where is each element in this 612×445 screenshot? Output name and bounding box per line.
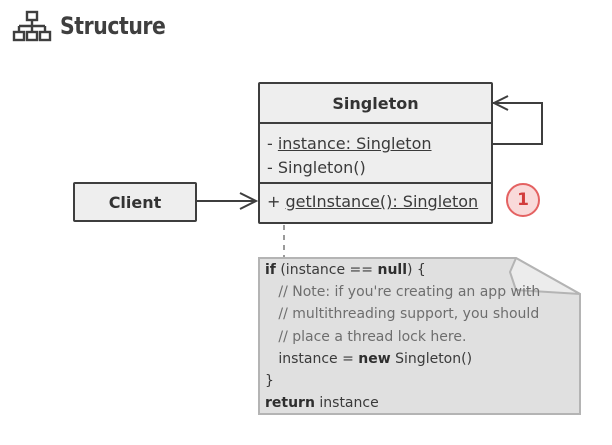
- client-class-box: Client: [73, 182, 197, 222]
- code-text: }: [265, 373, 274, 390]
- code-note-text: if (instance == null) { // Note: if you'…: [265, 259, 540, 414]
- code-keyword: if: [265, 262, 276, 278]
- code-text: ) {: [407, 262, 426, 278]
- singleton-fields: - instance: Singleton - Singleton(): [260, 124, 491, 184]
- code-keyword: return: [265, 395, 315, 412]
- self-association-arrowhead: [491, 95, 509, 111]
- code-text: instance =: [265, 350, 359, 367]
- code-note-shape: [258, 257, 581, 415]
- code-comment: // place a thread lock here.: [265, 328, 467, 345]
- page-title: Structure: [60, 12, 166, 40]
- code-keyword: null: [377, 262, 408, 278]
- section-header: Structure: [12, 8, 184, 44]
- client-dependency-arrowhead: [239, 192, 259, 210]
- self-association-line: [493, 102, 543, 145]
- code-line: // Note: if you're creating an app with: [265, 281, 540, 303]
- method-get-instance: + getInstance(): Singleton: [267, 192, 479, 211]
- code-text: instance: [314, 395, 379, 412]
- code-line: // multithreading support, you should: [265, 303, 540, 325]
- code-line: if (instance == null) {: [265, 259, 540, 281]
- code-line: }: [265, 370, 540, 392]
- code-line: instance = new Singleton(): [265, 348, 540, 370]
- code-comment: // multithreading support, you should: [265, 306, 540, 323]
- singleton-class-box: Singleton - instance: Singleton - Single…: [258, 82, 493, 224]
- code-keyword: new: [358, 350, 391, 367]
- structure-hierarchy-icon: [12, 10, 52, 42]
- code-comment: // Note: if you're creating an app with: [265, 284, 541, 301]
- singleton-class-name: Singleton: [260, 84, 491, 124]
- badge-number: 1: [517, 190, 529, 210]
- field-instance: - instance: Singleton: [267, 134, 432, 153]
- code-line: return instance: [265, 392, 540, 414]
- step-number-badge: 1: [506, 183, 540, 217]
- code-line: // place a thread lock here.: [265, 326, 540, 348]
- field-constructor: - Singleton(): [267, 158, 366, 177]
- note-fold-icon: [509, 257, 581, 295]
- code-text: (instance ==: [275, 262, 378, 278]
- client-class-name: Client: [108, 192, 162, 212]
- singleton-methods: + getInstance(): Singleton: [260, 184, 491, 222]
- code-text: Singleton(): [390, 350, 473, 367]
